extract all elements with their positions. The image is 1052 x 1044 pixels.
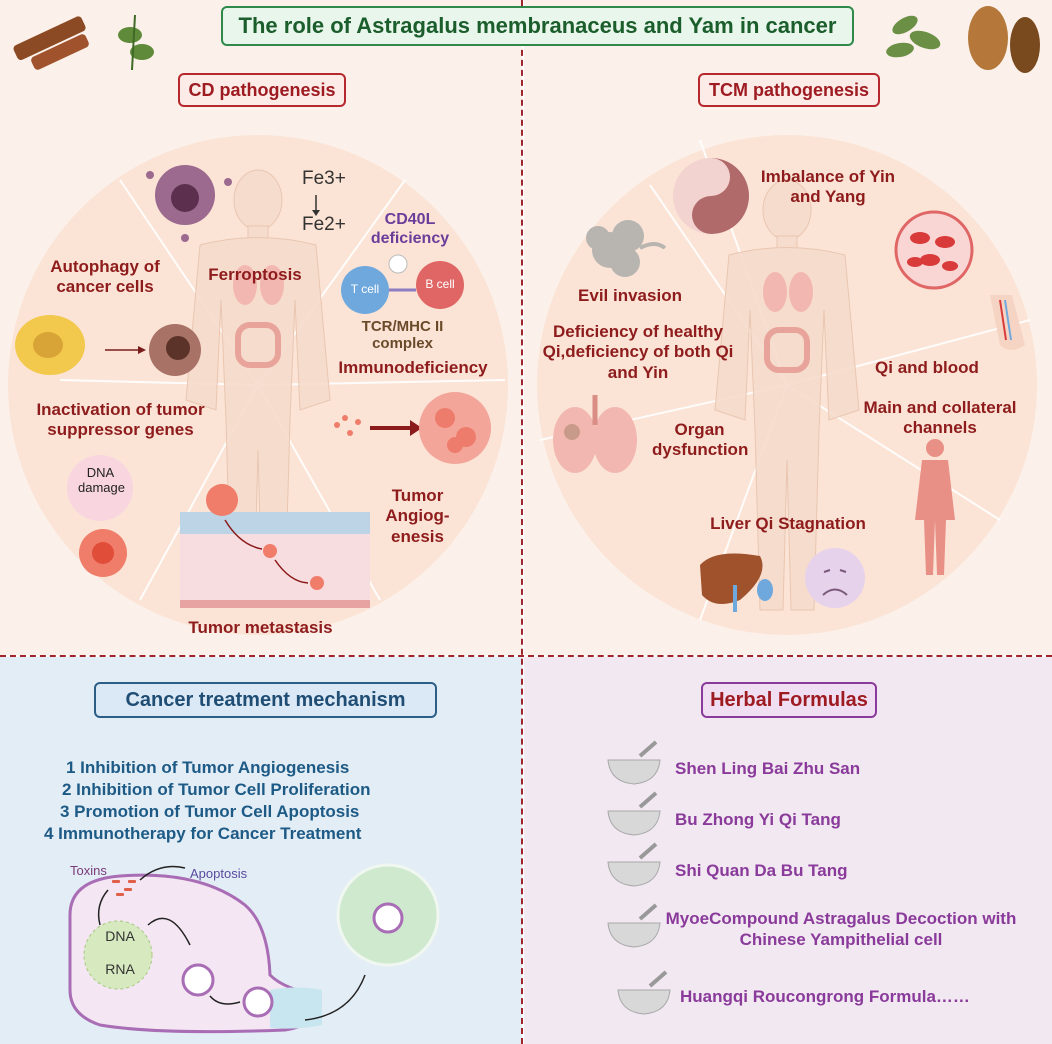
treatment-item-4: 4 Immunotherapy for Cancer Treatment	[44, 824, 362, 843]
metastatic-cell-icon	[263, 544, 277, 558]
vessel-wall-top	[180, 512, 370, 534]
tcm-pathogenesis-title: TCM pathogenesis	[698, 73, 880, 107]
vesicle-icon	[181, 963, 215, 997]
qi-blood-label: Qi and blood	[875, 358, 979, 377]
intestine-icon	[235, 322, 281, 368]
organ-dysfunction-label: Organ dysfunction	[652, 420, 749, 460]
apoptosis-label: Apoptosis	[190, 866, 248, 881]
tumor-origin-icon	[206, 484, 238, 516]
dna-label: DNA	[105, 928, 135, 944]
formula-item-2: Bu Zhong Yi Qi Tang	[675, 810, 841, 829]
cd40l-label: CD40L deficiency	[370, 211, 450, 248]
vertical-divider	[521, 0, 523, 1044]
b-cell-icon	[416, 261, 464, 309]
tumor-cluster-icon	[419, 392, 491, 464]
ferroptosis-label: Ferroptosis	[208, 265, 302, 284]
lungs-icon	[553, 395, 637, 473]
liver-icon	[700, 553, 773, 612]
inactivation-label: Inactivation of tumor suppressor genes	[36, 400, 205, 440]
rna-label: RNA	[105, 961, 135, 977]
treatment-item-1: 1 Inhibition of Tumor Angiogenesis	[66, 758, 350, 777]
channels-label: Main and collateral channels	[863, 398, 1017, 438]
lung-left-icon	[233, 265, 257, 305]
herbal-panel	[524, 657, 1052, 1044]
angiogenesis-dots	[334, 415, 361, 436]
vessel-lumen	[180, 534, 370, 600]
formula-item-5: Huangqi Roucongrong Formula……	[680, 987, 970, 1006]
herbal-title: Herbal Formulas	[701, 682, 877, 718]
toxin-particles	[112, 880, 136, 896]
autophagy-label: Autophagy of cancer cells	[50, 257, 160, 297]
imbalance-label: Imbalance of Yin and Yang	[760, 167, 896, 207]
dna-damage-circle	[67, 455, 133, 521]
yam-root-icon	[968, 6, 1040, 73]
sad-face-icon	[805, 548, 865, 608]
treatment-item-3: 3 Promotion of Tumor Cell Apoptosis	[60, 802, 360, 821]
cd-pathogenesis-title: CD pathogenesis	[178, 73, 346, 107]
toxins-label: Toxins	[70, 863, 107, 878]
b-cell-label: B cell	[425, 277, 455, 291]
evil-cloud-icon	[586, 220, 667, 277]
evil-invasion-label: Evil invasion	[578, 286, 682, 305]
formula-item-1: Shen Ling Bai Zhu San	[675, 759, 861, 778]
astragalus-plant-icon	[118, 14, 154, 71]
fe3-label: Fe3+	[302, 168, 346, 189]
arm-vessel-icon	[990, 295, 1025, 350]
lung-right-icon	[260, 265, 284, 305]
formula-item-3: Shi Quan Da Bu Tang	[675, 861, 848, 880]
yin-yang-icon	[673, 158, 749, 234]
tumor-metastasis-label: Tumor metastasis	[188, 618, 333, 637]
blood-cells-icon	[894, 210, 974, 290]
fe2-label: Fe2+	[302, 214, 346, 235]
tcr-mhc-label: TCR/MHC II complex	[361, 318, 444, 352]
formula-item-4: MyoeCompound Astragalus Decoction with C…	[665, 909, 1017, 950]
horizontal-divider	[0, 655, 1052, 657]
t-cell-icon	[341, 266, 389, 314]
muscle-figure-icon	[915, 439, 955, 575]
treatment-item-2: 2 Inhibition of Tumor Cell Proliferation	[62, 780, 371, 799]
nucleus-icon	[83, 920, 153, 990]
cell-diagram	[68, 863, 440, 1034]
tcm-human-body-figure	[714, 179, 860, 611]
tumor-angiogenesis-label: Tumor Angiog- enesis	[385, 486, 450, 546]
mortar-icons	[607, 740, 671, 1015]
astragalus-root-icon	[13, 16, 89, 70]
dna-damage-label: DNA damage	[78, 465, 125, 495]
t-cell-label: T cell	[350, 282, 380, 296]
liver-qi-label: Liver Qi Stagnation	[710, 514, 866, 533]
main-title: The role of Astragalus membranaceus and …	[221, 6, 854, 46]
deficiency-label: Deficiency of healthy Qi,deficiency of b…	[542, 322, 734, 382]
yam-leaves-icon	[886, 15, 941, 58]
treatment-title: Cancer treatment mechanism	[94, 682, 437, 718]
immunodeficiency-label: Immunodeficiency	[338, 358, 488, 377]
